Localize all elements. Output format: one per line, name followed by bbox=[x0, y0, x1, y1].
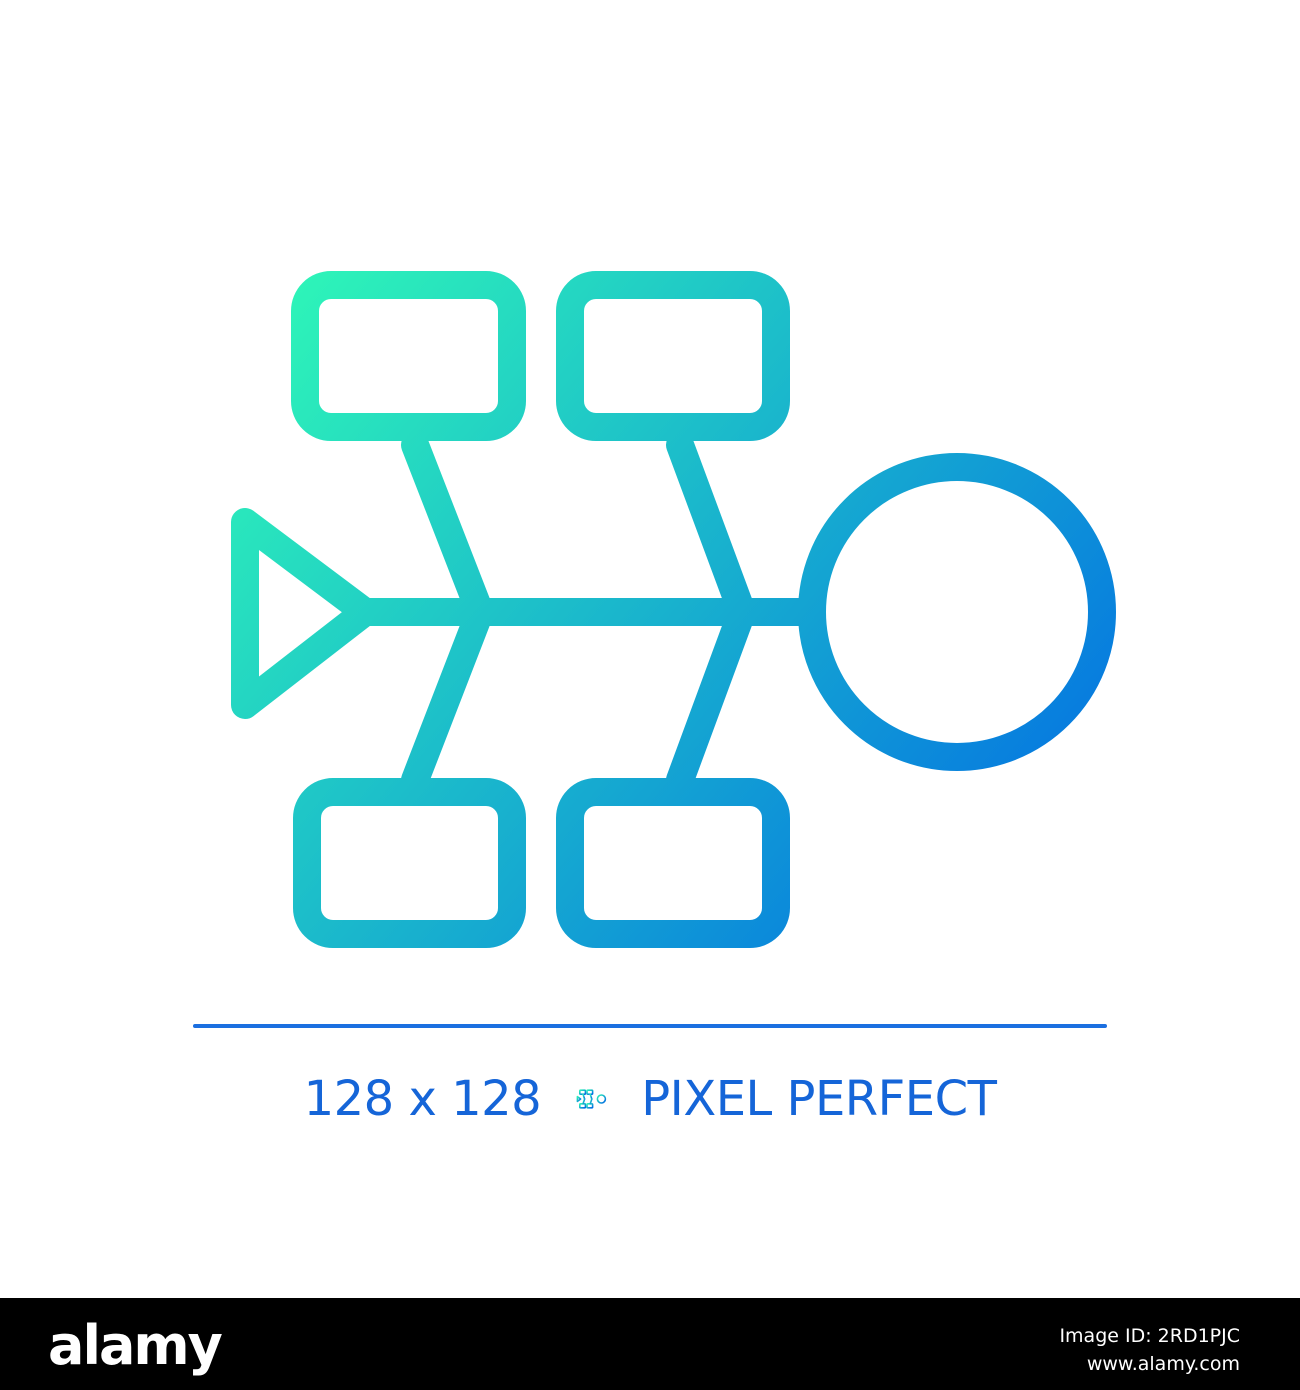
brand-logo: alamy bbox=[48, 1314, 223, 1377]
bottom-left-box bbox=[293, 778, 526, 948]
bone-lower-right bbox=[666, 598, 756, 794]
bone-lower-left bbox=[401, 598, 494, 794]
head-circle bbox=[798, 453, 1116, 771]
image-id: Image ID: 2RD1PJC bbox=[1059, 1325, 1240, 1347]
fishbone-diagram-icon bbox=[231, 271, 1116, 948]
caption: 128 x 128 PIXEL PER bbox=[0, 1064, 1300, 1134]
footer-bar: alamy Image ID: 2RD1PJC www.alamy.com bbox=[0, 1298, 1300, 1390]
top-left-box bbox=[291, 271, 526, 441]
mini-fishbone-icon bbox=[576, 1089, 607, 1109]
size-label: 128 x 128 bbox=[303, 1071, 542, 1127]
stock-info: Image ID: 2RD1PJC www.alamy.com bbox=[1059, 1323, 1240, 1378]
tail-triangle bbox=[231, 508, 379, 719]
pixel-perfect-label: PIXEL PERFECT bbox=[641, 1071, 997, 1127]
bottom-right-box bbox=[556, 778, 790, 948]
bone-upper-right bbox=[666, 431, 756, 626]
divider-line bbox=[193, 1024, 1107, 1028]
site-url: www.alamy.com bbox=[1086, 1352, 1240, 1375]
top-right-box bbox=[556, 271, 790, 441]
bone-upper-left bbox=[401, 431, 494, 626]
